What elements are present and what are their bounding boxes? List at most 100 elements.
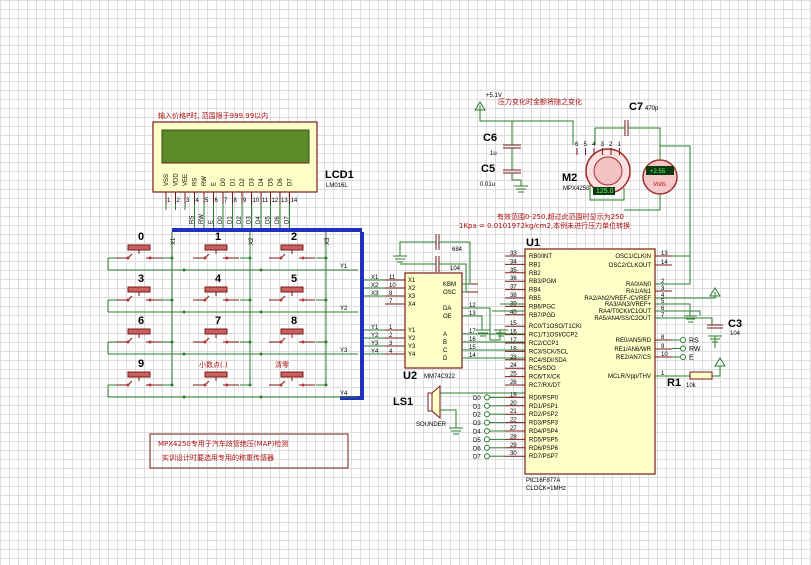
u1-pin-number: 33 [510,251,517,257]
ground-ra [684,315,697,323]
u1-pin-name: RC3/SCK/SCL [529,349,569,355]
u2-pin-number: 3 [389,341,393,347]
lcd-pin-number: 10 [253,198,260,204]
lcd-pin-label: VSS [164,174,170,186]
u1-pin-name: RB5 [529,296,541,302]
pressure-sensor-m2[interactable] [585,148,631,195]
keypad-key[interactable] [269,371,315,387]
keypad-key[interactable] [269,244,315,260]
u2-pin-number: 13 [469,311,476,317]
keypad-key-label: 4 [215,273,222,285]
ground-c3 [708,335,722,343]
u2-pin-number: 2 [389,333,393,339]
lcd1[interactable] [152,121,318,193]
keypad-key[interactable] [193,286,239,302]
u1-pin-number: 19 [510,392,517,398]
ground-c5 [514,185,528,193]
u1-pin-name: RD1/PSP1 [529,404,559,410]
capacitor-684[interactable] [435,234,440,250]
keypad-key-label: 0 [138,231,144,243]
data-terminal-label: D7 [473,455,481,461]
capacitor-c3[interactable] [707,324,723,329]
keypad-key[interactable] [116,371,162,387]
mpx-note-1: MPX4250专用于汽车歧管绝压(MAP)检测 [158,439,288,448]
keypad-key-label: 9 [138,358,144,370]
u1-pin-number: 4 [661,293,665,299]
u2-pin-number: 7 [389,299,393,305]
lcd-pin-number: 7 [224,198,228,204]
u2-encoder[interactable] [404,272,463,369]
capacitor-c5[interactable] [503,169,521,174]
data-terminal-label: D4 [473,430,481,436]
c7-val: 470p [645,106,659,112]
u1-pin-number: 38 [510,293,517,299]
u2-pin-number: 15 [469,345,476,351]
u1-pin-number: 25 [510,372,517,378]
cap-104-val: 104 [450,266,461,272]
lcd-pin-label: RS [193,178,199,186]
u2-pin-number: 1 [389,325,393,331]
u1-pin-number: 13 [661,251,668,257]
capacitor-c6[interactable] [503,144,521,149]
control-terminal [680,337,686,343]
u1-pin-name: RA0/AN0 [626,282,652,288]
control-terminal [680,345,686,352]
keypad-key[interactable] [193,328,239,344]
u1-pin-name: RD3/PSP3 [529,421,559,427]
u1-pin-number: 9 [661,344,665,350]
keypad-key[interactable] [193,244,239,260]
lcd-pin-label: RW [202,176,208,186]
keypad-key[interactable] [116,328,162,344]
keypad-key[interactable] [193,371,239,387]
u1-pin-number: 37 [510,285,517,291]
u1-pin-number: 16 [510,330,517,336]
lcd-net-label: D2 [237,216,243,224]
u1-pin-number: 28 [510,434,517,440]
control-terminal-label: RS [689,338,699,345]
u2-pin-name: X2 [408,286,416,292]
capacitor-c7[interactable] [624,120,629,136]
capacitor-104-osc[interactable] [435,256,440,272]
lcd-part: LM016L [326,183,348,189]
keypad-key[interactable] [116,244,162,260]
data-terminal [484,436,490,443]
lcd-pin-label: D6 [278,178,284,186]
lcd-pin-label: D2 [240,178,246,186]
resistor-r1[interactable] [689,371,713,380]
keypad-key[interactable] [269,328,315,344]
lcd-pin-number: 11 [262,198,269,204]
u2-pin-name: X3 [408,294,416,300]
lcd-pin-number: 13 [281,198,288,204]
u1-microcontroller[interactable] [524,248,656,475]
keypad-key-label: 5 [291,273,297,285]
u1-pin-name: RC1/T1OSI/CCP2 [529,333,578,339]
voltmeter[interactable] [642,159,678,195]
m2-pin-number: 2 [609,142,613,148]
keypad-key[interactable] [116,286,162,302]
lcd-net-label: D1 [228,216,234,224]
lcd-pin-number: 5 [205,198,209,204]
keypad-key-label: 3 [138,273,144,285]
sounder-ls1[interactable] [427,384,441,420]
data-terminal-label: D2 [473,413,481,419]
c3-ref: C3 [728,318,742,330]
r1-val: 10k [686,383,697,389]
u1-pin-name: RB3/PGM [529,279,556,285]
lcd-pin-number: 8 [234,198,238,204]
lcd-net-label: D3 [247,216,253,224]
row-label: Y2 [340,306,348,312]
da-oe-wire [462,303,525,341]
control-terminal-label: E [689,355,694,362]
u1-pin-name: MCLR/Vpp/THV [608,374,651,380]
data-terminal [484,402,490,409]
u2-pin-number: 17 [469,329,476,335]
lcd-pin-number: 3 [186,198,190,204]
c6-val: 1u [490,151,497,157]
lcd-pin-number: 14 [291,198,298,204]
keypad-key[interactable] [269,286,315,302]
u1-pin-number: 36 [510,276,517,282]
c6-ref: C6 [483,132,497,144]
